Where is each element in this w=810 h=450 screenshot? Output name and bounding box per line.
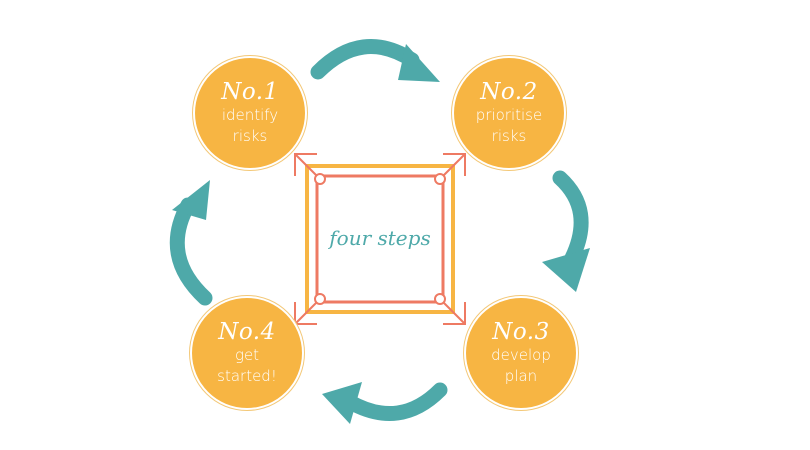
step-3-circle: No.3 develop plan <box>466 298 576 408</box>
step-1-line-2: risks <box>232 127 268 145</box>
step-1-circle: No.1 identify risks <box>195 58 305 168</box>
step-3-line-2: plan <box>504 367 538 385</box>
arrow-step1-to-step2 <box>310 39 420 80</box>
step-4-circle: No.4 get started! <box>192 298 302 408</box>
step-2-line-1: prioritise <box>475 106 543 124</box>
center-label: four steps <box>329 226 431 250</box>
arrow-step3-to-step4 <box>342 382 448 421</box>
arrowhead-step4 <box>322 382 362 424</box>
step-2-number: No.2 <box>480 79 538 105</box>
step-1-line-1: identify <box>221 106 279 124</box>
step-2-circle: No.2 prioritise risks <box>454 58 564 168</box>
step-4-line-2: started! <box>217 367 277 385</box>
arrow-step4-to-step1 <box>169 197 213 306</box>
arrow-step2-to-step3 <box>552 170 589 266</box>
step-1-number: No.1 <box>221 79 279 105</box>
step-2-line-2: risks <box>491 127 527 145</box>
step-4-line-1: get <box>234 346 260 364</box>
arrowhead-step2 <box>398 44 440 82</box>
step-3-number: No.3 <box>492 319 550 345</box>
arrowhead-step3 <box>542 248 590 292</box>
step-4-number: No.4 <box>218 319 276 345</box>
arrowhead-step1 <box>172 180 210 220</box>
step-3-line-1: develop <box>491 346 551 364</box>
